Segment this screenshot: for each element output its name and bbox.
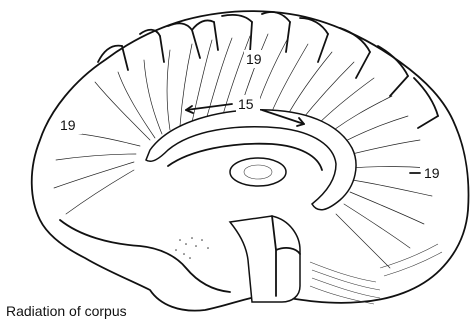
cerebellum <box>310 244 442 304</box>
label-15: 15 <box>238 96 254 112</box>
thalamus <box>230 158 286 186</box>
label-19-top: 19 <box>246 51 262 67</box>
label-19-right: 19 <box>424 165 440 181</box>
label-19-left: 19 <box>60 117 76 133</box>
stipple-area <box>175 237 209 259</box>
temporal-lobe <box>60 220 230 292</box>
caption: Radiation of corpus <box>6 303 127 319</box>
brainstem-cut <box>230 216 300 302</box>
